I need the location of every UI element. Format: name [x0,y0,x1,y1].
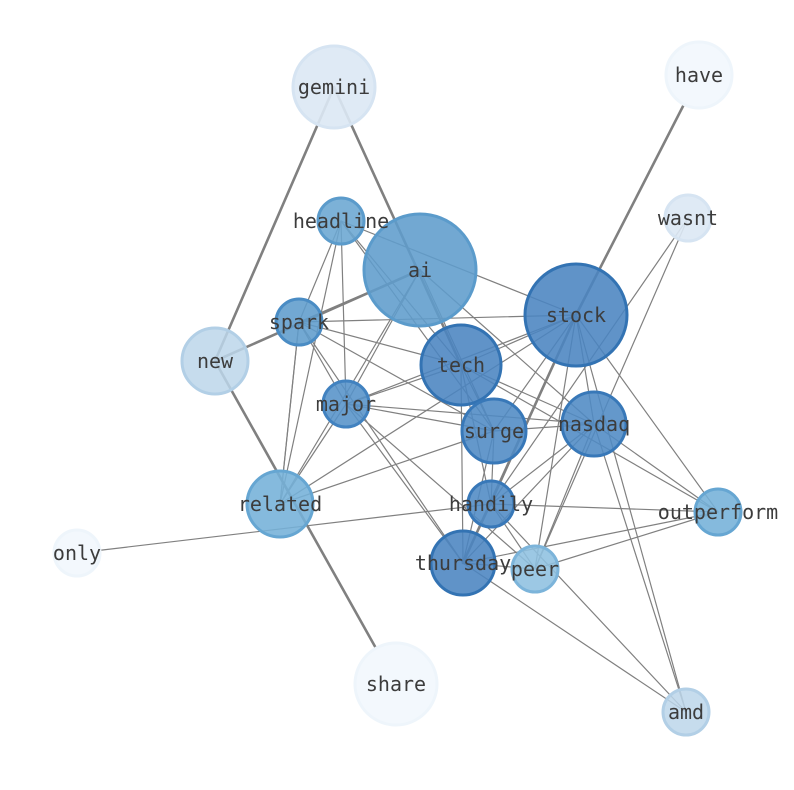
node-label-spark: spark [269,310,329,334]
node-label-tech: tech [437,353,485,377]
node-label-share: share [366,672,426,696]
edges-layer [76,73,719,713]
edge-stock-related [279,314,577,505]
labels-layer: ai stock tech surge nasdaq thursday handily maj… [53,63,778,724]
edge-headline-related [279,220,342,505]
node-wasnt[interactable] [663,193,713,243]
edge-thursday-outperform [462,511,719,564]
node-label-peer: peer [511,557,559,581]
edge-stock-amd [575,314,687,713]
edge-peer-outperform [534,511,719,570]
node-ai[interactable] [362,212,478,328]
node-label-handily: handily [449,492,533,516]
node-have[interactable] [664,40,734,110]
node-outperform[interactable] [693,487,743,537]
node-label-thursday: thursday [415,551,511,575]
edge-wasnt-peer [534,217,689,570]
node-nasdaq[interactable] [560,390,628,458]
node-gemini[interactable] [291,44,377,130]
edge-handily-outperform [490,503,719,513]
node-label-new: new [197,349,234,373]
node-label-amd: amd [668,700,704,724]
node-label-major: major [316,392,376,416]
node-share[interactable] [353,641,439,727]
edge-headline-major [340,220,347,405]
node-thursday[interactable] [429,529,497,597]
edge-spark-thursday [298,321,464,564]
node-label-surge: surge [464,419,524,443]
node-label-have: have [675,63,723,87]
edge-gemini-new [213,85,336,363]
node-surge[interactable] [460,397,528,465]
node-amd[interactable] [661,687,711,737]
node-stock[interactable] [523,262,629,368]
node-label-wasnt: wasnt [658,206,718,230]
node-label-related: related [238,492,322,516]
node-spark[interactable] [274,297,324,347]
edge-handily-amd [490,503,687,713]
node-only[interactable] [52,528,102,578]
edge-nasdaq-amd [593,423,687,713]
node-label-ai: ai [408,258,432,282]
node-handily[interactable] [466,479,516,529]
node-major[interactable] [321,379,371,429]
node-related[interactable] [245,469,315,539]
node-label-stock: stock [546,303,606,327]
node-label-headline: headline [293,209,389,233]
nodes-layer [52,40,743,737]
node-headline[interactable] [316,196,366,246]
edge-major-peer [345,403,536,570]
node-new[interactable] [180,326,250,396]
node-tech[interactable] [419,323,503,407]
edge-thursday-amd [462,562,687,713]
node-label-gemini: gemini [298,75,370,99]
node-label-nasdaq: nasdaq [558,412,630,436]
node-label-only: only [53,541,101,565]
edge-surge-related [279,430,495,505]
node-peer[interactable] [510,544,560,594]
node-label-outperform: outperform [658,500,778,524]
